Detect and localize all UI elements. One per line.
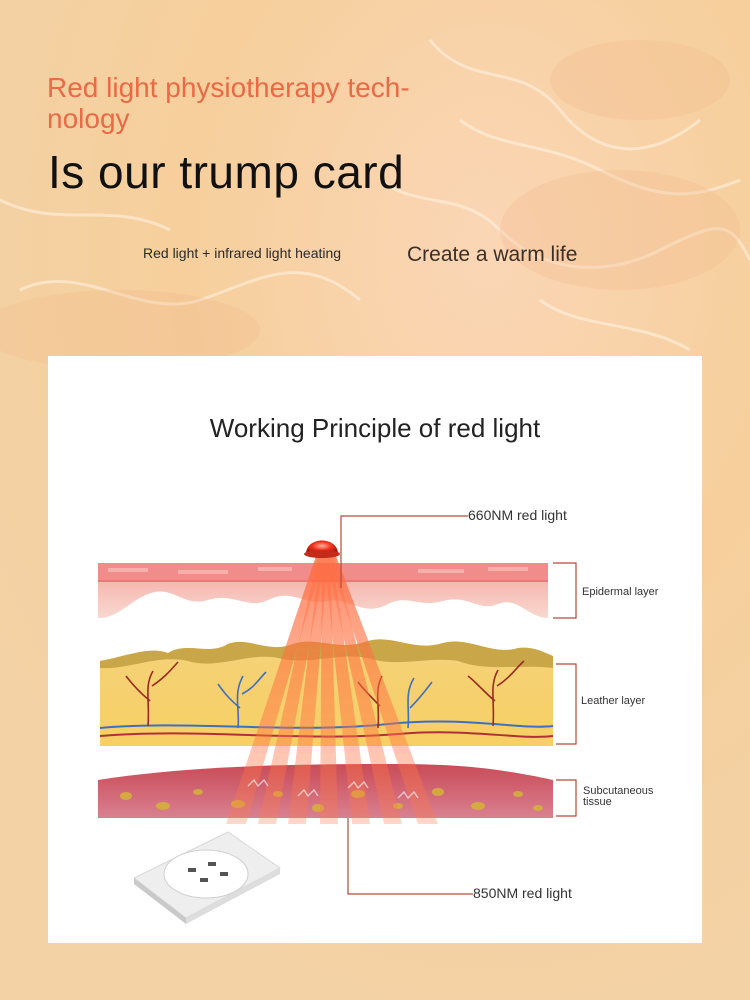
light-beams bbox=[226, 556, 438, 824]
callout-660nm: 660NM red light bbox=[468, 507, 567, 523]
headline-subtitle: Red light physiotherapy tech-nology bbox=[47, 72, 410, 134]
callout-850nm: 850NM red light bbox=[473, 885, 572, 901]
red-led-icon bbox=[304, 540, 340, 558]
label-subcutaneous-tissue: Subcutaneous tissue bbox=[583, 785, 654, 808]
tagline-warm-life: Create a warm life bbox=[407, 243, 578, 266]
label-epidermal-layer: Epidermal layer bbox=[582, 586, 659, 598]
led-chip-icon bbox=[133, 831, 281, 924]
diagram-title: Working Principle of red light bbox=[209, 413, 541, 443]
headline-title: Is our trump card bbox=[48, 146, 405, 198]
working-principle-panel: Working Principle of red light bbox=[48, 356, 702, 943]
skin-layer-diagram bbox=[98, 515, 577, 924]
label-leather-layer: Leather layer bbox=[581, 695, 646, 707]
tagline-heating: Red light + infrared light heating bbox=[143, 245, 342, 261]
